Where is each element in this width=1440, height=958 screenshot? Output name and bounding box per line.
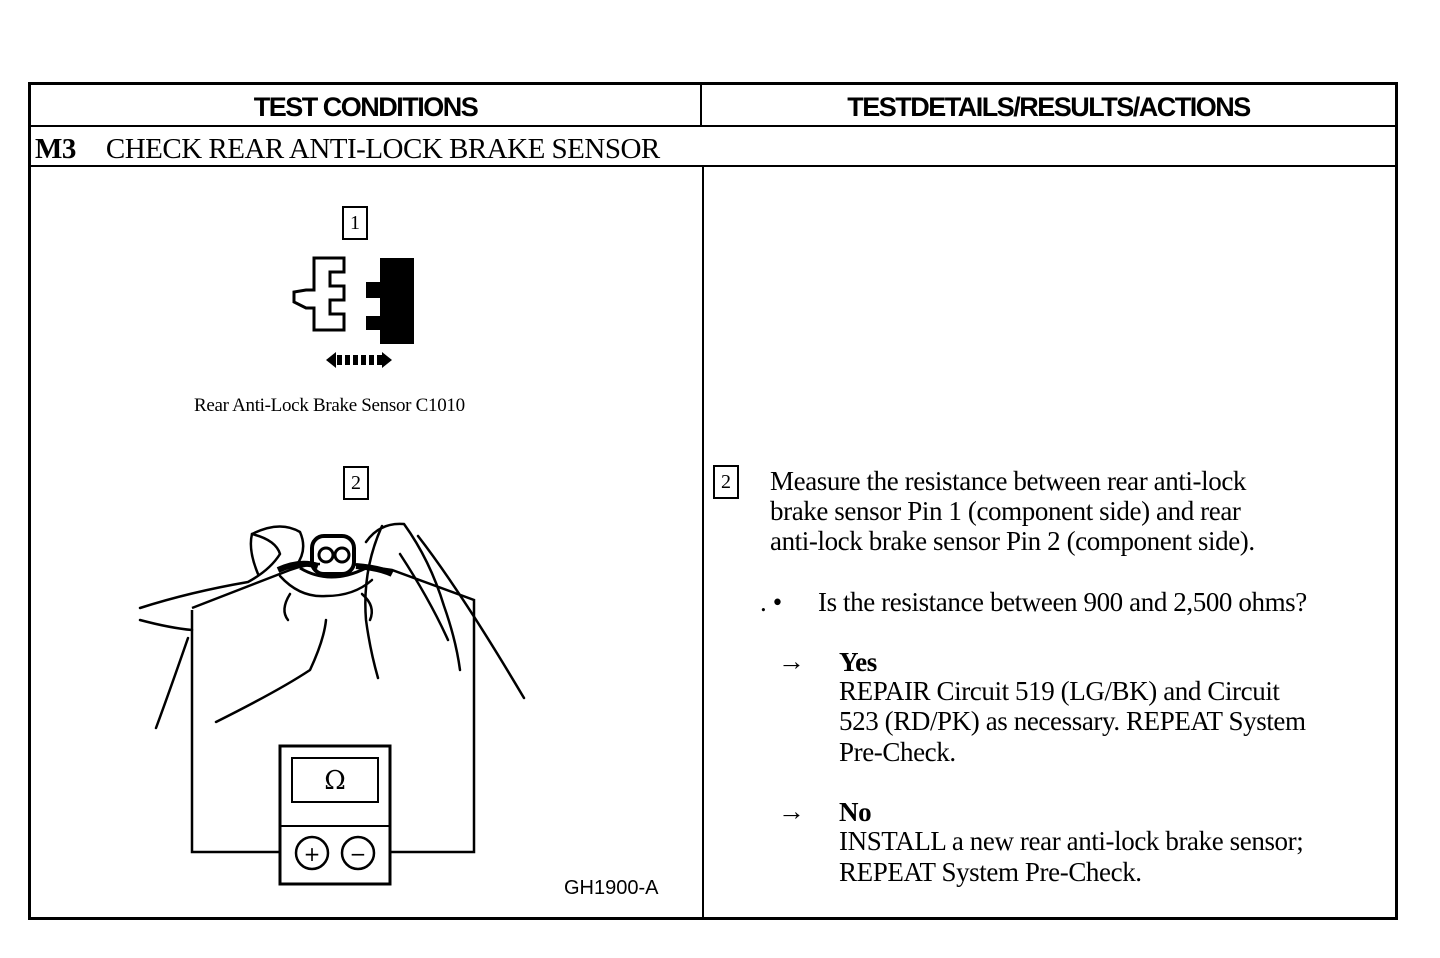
figure-id: GH1900-A [564,877,659,899]
left-finger-outline [138,532,282,610]
figure-1-number: 1 [342,206,368,240]
yes-action-line-2: 523 (RD/PK) as necessary. REPEAT System [839,706,1306,736]
ohmmeter [278,744,392,886]
right-finger-outline [364,522,462,672]
header-column-divider [700,85,702,125]
step-divider [31,165,1395,167]
no-label: No [839,797,872,827]
harness-connector-half [366,258,414,344]
figure-1-caption: Rear Anti-Lock Brake Sensor C1010 [194,395,465,416]
step-name: CHECK REAR ANTI-LOCK BRAKE SENSOR [105,133,660,165]
test-details-heading: TESTDETAILS/RESULTS/ACTIONS [847,92,1251,122]
yes-action-line-3: Pre-Check. [839,737,956,767]
minus-terminal-symbol: − [350,842,367,866]
no-arrow: → [778,796,805,826]
ohmmeter-measurement-illustration: Ω + − [138,522,526,886]
instruction-line-1: Measure the resistance between rear anti… [770,466,1247,496]
test-table: TEST CONDITIONS TESTDETAILS/RESULTS/ACTI… [28,82,1398,920]
question-bullet: . • [760,587,782,617]
question-text: Is the resistance between 900 and 2,500 … [818,587,1307,617]
figure-2-number: 2 [343,466,369,500]
test-conditions-heading: TEST CONDITIONS [253,92,479,122]
ohm-symbol: Ω [324,766,346,796]
no-action-line-1: INSTALL a new rear anti-lock brake senso… [839,826,1304,856]
component-connector-half [292,256,346,332]
header-divider [31,125,1395,127]
step-code: M3 [35,133,76,165]
body-column-divider [702,167,704,917]
disconnect-arrow [326,352,392,368]
yes-arrow: → [778,646,805,676]
sensor-connector [299,534,367,579]
yes-label: Yes [839,647,877,677]
connector-c1010-illustration [292,256,414,368]
plus-terminal-symbol: + [304,842,321,866]
yes-action-line-1: REPAIR Circuit 519 (LG/BK) and Circuit [839,676,1280,706]
no-action-line-2: REPEAT System Pre-Check. [839,857,1142,887]
instruction-line-3: anti-lock brake sensor Pin 2 (component … [770,526,1255,556]
details-step-number: 2 [713,465,739,499]
instruction-line-2: brake sensor Pin 1 (component side) and … [770,496,1241,526]
step-title: M3 CHECK REAR ANTI-LOCK BRAKE SENSOR [35,129,660,165]
